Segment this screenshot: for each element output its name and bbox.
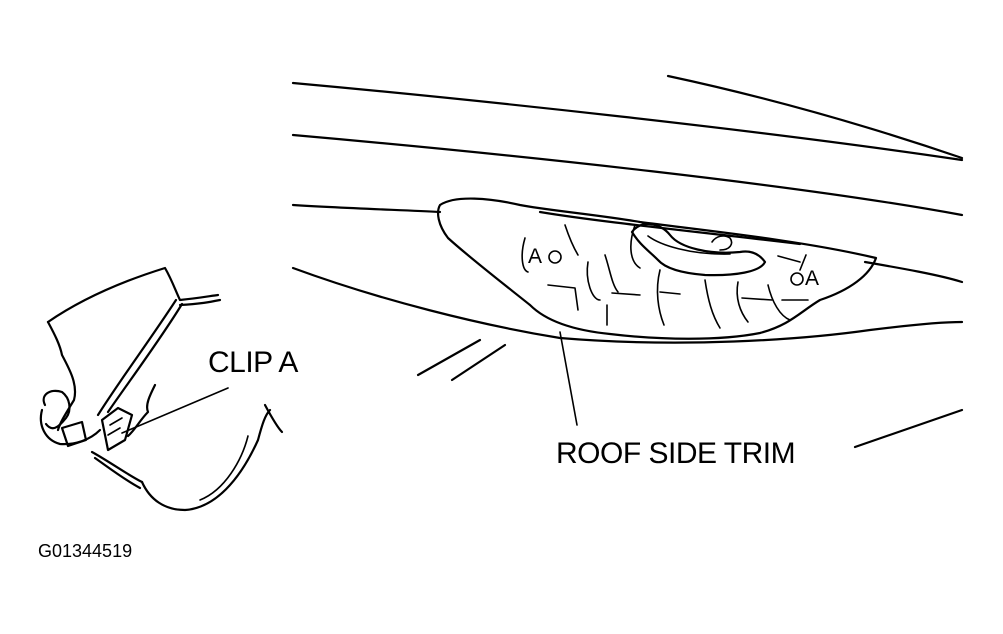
- clip-a-leader: [121, 387, 229, 434]
- clip-markers: [548, 250, 804, 286]
- grab-handle: [630, 223, 767, 277]
- roof-panel-lines: [291, 74, 964, 449]
- clip-a-label: CLIP A: [208, 346, 298, 379]
- roof-side-trim-leader: [559, 331, 578, 426]
- roof-side-trim: [437, 197, 878, 340]
- hatch-marks: [416, 338, 507, 382]
- clip-a-detail: [39, 266, 284, 512]
- clip-marker-left: [548, 250, 562, 264]
- roof-side-trim-label: ROOF SIDE TRIM: [556, 437, 796, 470]
- clip-marker-right-label: A: [805, 267, 820, 290]
- clip-marker-right: [790, 272, 804, 286]
- clip-marker-left-label: A: [528, 245, 543, 268]
- figure-id: G01344519: [38, 541, 133, 561]
